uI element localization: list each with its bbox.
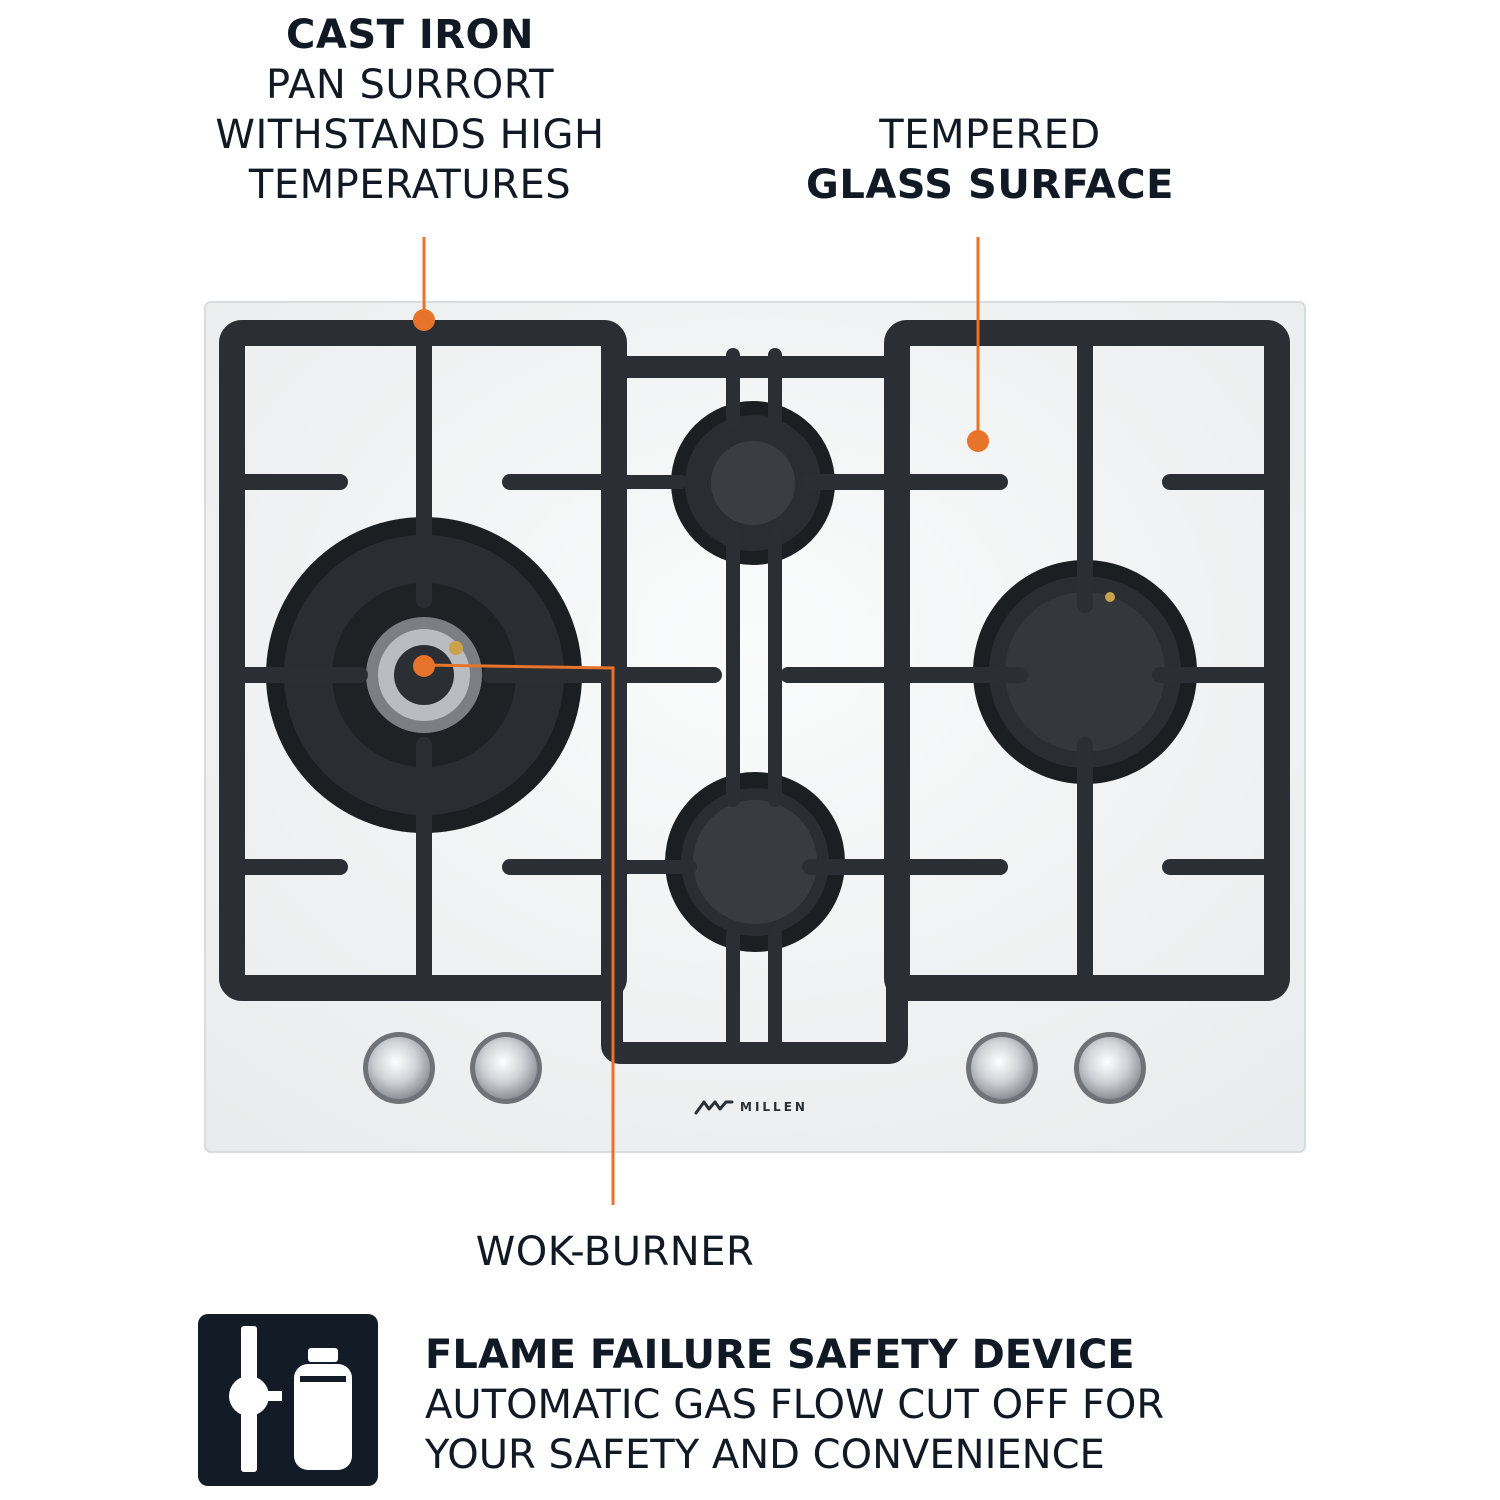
glass-surface [204,301,1306,1153]
right-burner [973,560,1197,784]
feature-line-2: YOUR SAFETY AND CONVENIENCE [425,1432,1105,1478]
brand-logo: MILLEN [694,1099,808,1115]
glass-callout: TEMPERED GLASS SURFACE [760,110,1220,210]
callout-lines [422,237,980,1205]
glass-dot [967,430,989,452]
cast-iron-grates [219,320,1290,1064]
front-middle-burner [665,772,845,952]
gas-valve-cylinder-icon [198,1314,378,1486]
cast-iron-line-1: PAN SURRORT [265,62,555,108]
cast-iron-line-3: TEMPERATURES [248,162,572,208]
cast-iron-dot [413,309,435,331]
glass-line-1: TEMPERED [879,112,1101,158]
control-knobs [363,1032,1146,1104]
cast-iron-title: CAST IRON [286,12,534,58]
wok-leader-line [423,663,615,1205]
wok-label: WOK-BURNER [475,1229,755,1275]
knob-1[interactable] [363,1032,435,1104]
knob-4[interactable] [1074,1032,1146,1104]
knob-3[interactable] [966,1032,1038,1104]
wok-dot [413,655,435,677]
cast-iron-callout: CAST IRON PAN SURRORT WITHSTANDS HIGH TE… [160,10,660,210]
callout-dots [413,309,989,677]
knob-2[interactable] [470,1032,542,1104]
millen-logo-icon [694,1100,734,1115]
feature-text: FLAME FAILURE SAFETY DEVICE AUTOMATIC GA… [425,1330,1475,1480]
feature-line-1: AUTOMATIC GAS FLOW CUT OFF FOR [425,1382,1165,1428]
brand-name: MILLEN [740,1100,808,1114]
cast-iron-line-2: WITHSTANDS HIGH [215,112,605,158]
wok-callout: WOK-BURNER [420,1227,810,1277]
glass-title: GLASS SURFACE [806,162,1174,208]
rear-middle-burner [671,401,835,565]
feature-title: FLAME FAILURE SAFETY DEVICE [425,1332,1135,1378]
